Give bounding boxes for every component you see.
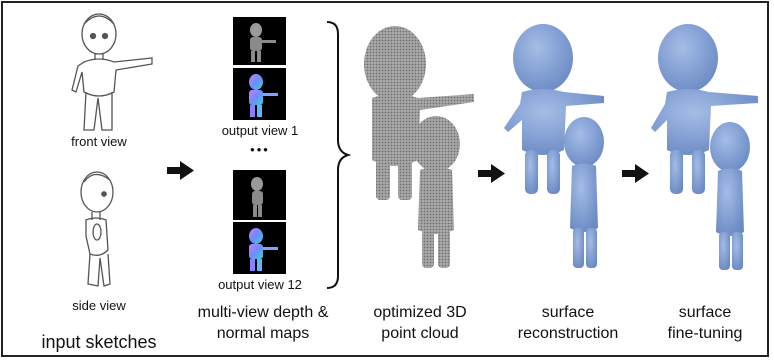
point-cloud-side <box>412 116 460 268</box>
side-view-sketch <box>80 171 114 287</box>
arrow-sketch-to-maps <box>167 161 194 180</box>
surface-recon-side <box>564 117 604 268</box>
front-view-label: front view <box>71 134 127 149</box>
figure-border <box>1 1 769 357</box>
recon-caption-line2: reconstruction <box>517 325 619 342</box>
finetune-caption-line1: surface <box>678 304 732 321</box>
normal-tile-view1 <box>233 68 286 120</box>
arrow-recon-to-finetune <box>622 164 649 183</box>
sketch-torso <box>85 217 109 256</box>
ellipsis-label: ••• <box>250 142 270 157</box>
sketch-head <box>80 171 114 213</box>
point-cloud-front <box>364 26 474 200</box>
depth-tile-view1 <box>233 17 286 65</box>
output-view-12-label: output view 12 <box>218 277 302 292</box>
arrow-cloud-to-surface <box>478 164 505 183</box>
input-sketches-caption: input sketches <box>41 332 157 352</box>
recon-caption-line1: surface <box>541 304 595 321</box>
surface-recon-front <box>504 24 604 194</box>
sketch-torso <box>71 57 153 97</box>
multiview-caption-line1: multi-view depth & <box>197 304 329 321</box>
grouping-bracket <box>326 21 352 289</box>
depth-tile-view12 <box>233 170 286 220</box>
front-view-sketch <box>71 13 153 131</box>
pointcloud-caption-line2: point cloud <box>381 325 459 342</box>
normal-tile-view12 <box>233 222 286 274</box>
surface-finetune-front <box>651 24 758 194</box>
side-view-label: side view <box>72 298 126 313</box>
finetune-caption-line2: fine-tuning <box>667 325 743 342</box>
pointcloud-caption-line1: optimized 3D <box>373 304 467 321</box>
surface-finetune-side <box>710 122 750 270</box>
multiview-caption-line2: normal maps <box>216 325 310 342</box>
sketch-head <box>81 13 117 55</box>
output-view-1-label: output view 1 <box>221 123 299 138</box>
